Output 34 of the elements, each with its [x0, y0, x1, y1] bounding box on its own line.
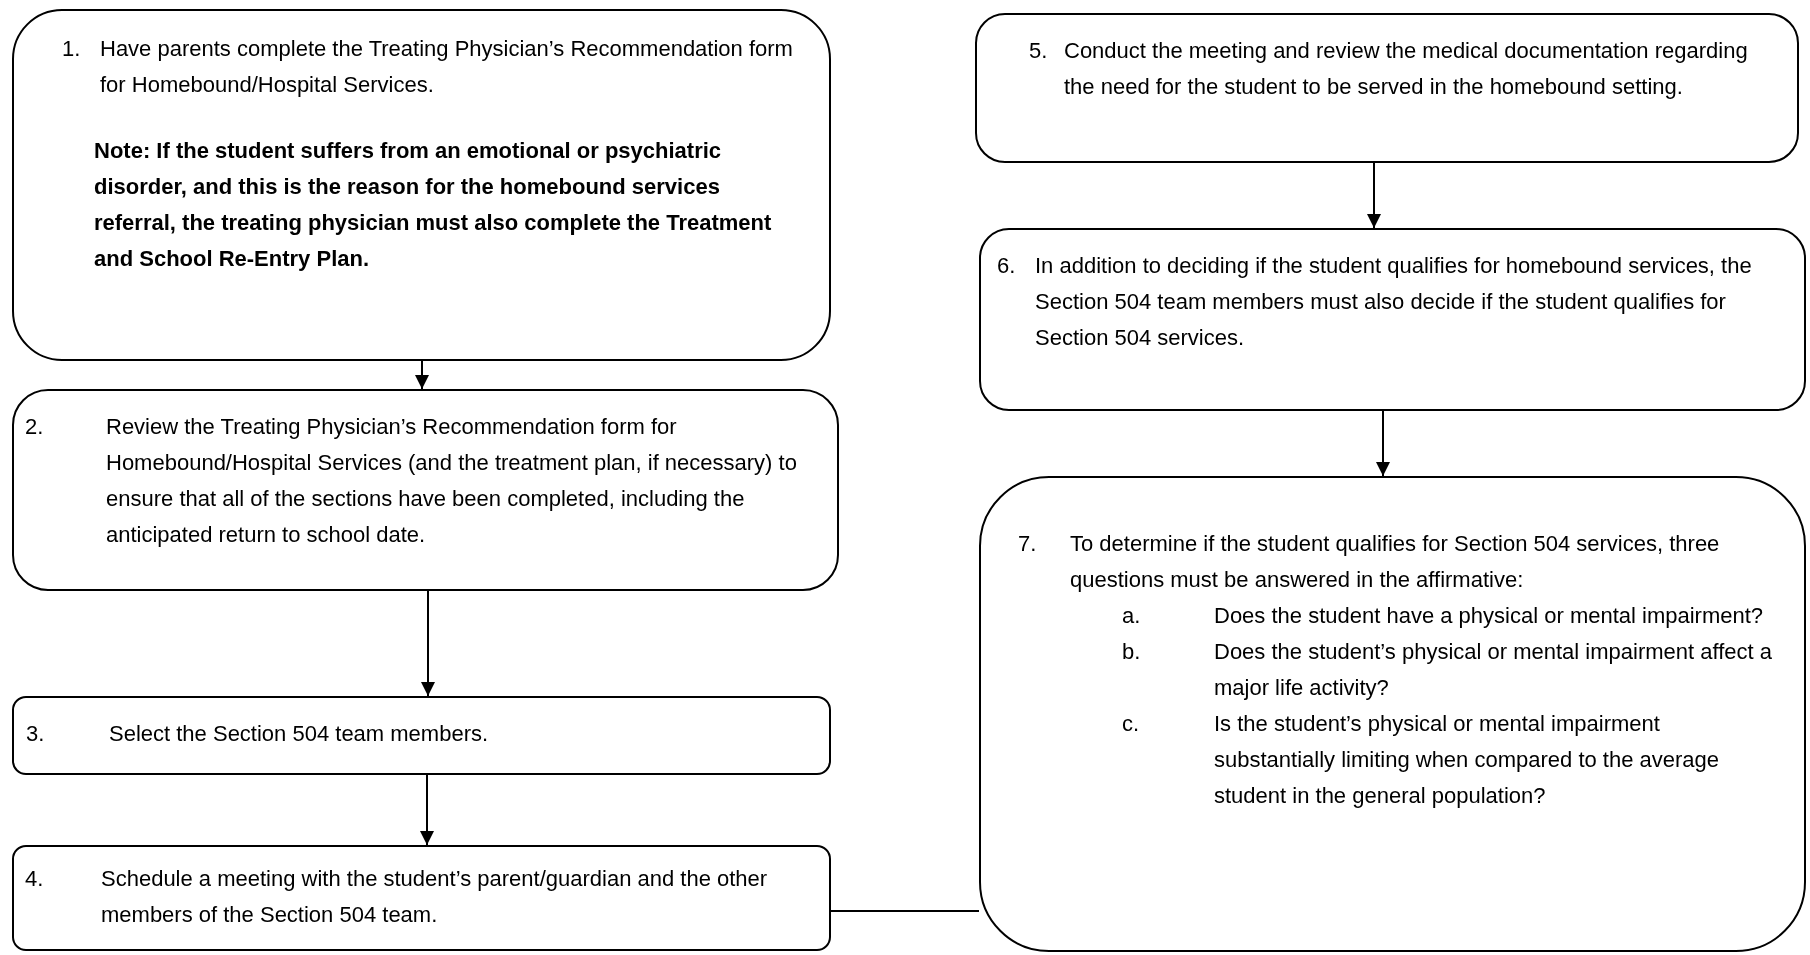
- step-number: 4.: [25, 865, 44, 893]
- step-box: [12, 845, 831, 951]
- step-number: 2.: [25, 413, 44, 441]
- step-box: [12, 696, 831, 775]
- step-number: 3.: [26, 720, 45, 748]
- step-text: To determine if the student qualifies for Section 504 services, three questions must be answered in the affirmative:: [1070, 530, 1721, 594]
- step-text: Review the Treating Physician’s Recommendation form for Homebound/Hospital Services (and the treatment plan, if necessary) to ensure that all of the sections have been completed, including the anticipated return to school date.: [106, 413, 798, 549]
- step-number: 1.: [62, 35, 81, 63]
- sub-item-letter: b.: [1122, 638, 1141, 666]
- arrow: [421, 590, 435, 697]
- arrow: [1367, 162, 1381, 229]
- sub-item-letter: a.: [1122, 602, 1141, 630]
- sub-item-letter: c.: [1122, 710, 1140, 738]
- step-box: [12, 389, 839, 591]
- step-box: [979, 228, 1806, 411]
- step-text: In addition to deciding if the student qualifies for homebound services, the Section 504 team members must also decide if the student qualifies for Section 504 services.: [1035, 252, 1753, 352]
- connector-line: [830, 910, 980, 912]
- step-number: 5.: [1029, 37, 1048, 65]
- step-box: [12, 9, 831, 361]
- arrow: [1376, 410, 1390, 477]
- step-number: 6.: [997, 252, 1016, 280]
- step-number: 7.: [1018, 530, 1037, 558]
- step-text: Schedule a meeting with the student’s parent/guardian and the other members of the Section 504 team.: [101, 865, 769, 929]
- sub-question-text: Does the student have a physical or mental impairment?: [1214, 602, 1765, 630]
- arrow: [415, 360, 429, 390]
- step-text: Conduct the meeting and review the medical documentation regarding the need for the student to be served in the homebound setting.: [1064, 37, 1749, 101]
- note-text: Note: If the student suffers from an emotional or psychiatric disorder, and this is the reason for the homebound services referral, the treating physician must also complete the Treatment and School Re-Entry Plan.: [94, 137, 773, 273]
- step-text: Select the Section 504 team members.: [109, 720, 490, 748]
- sub-question-text: Does the student’s physical or mental impairment affect a major life activity?: [1214, 638, 1774, 702]
- arrow: [420, 774, 434, 846]
- step-box: [975, 13, 1799, 163]
- step-text: Have parents complete the Treating Physician’s Recommendation form for Homebound/Hospital Services.: [100, 35, 794, 99]
- step-box: [979, 476, 1806, 952]
- sub-question-text: Is the student’s physical or mental impairment substantially limiting when compared to the average student in the general population?: [1214, 710, 1721, 810]
